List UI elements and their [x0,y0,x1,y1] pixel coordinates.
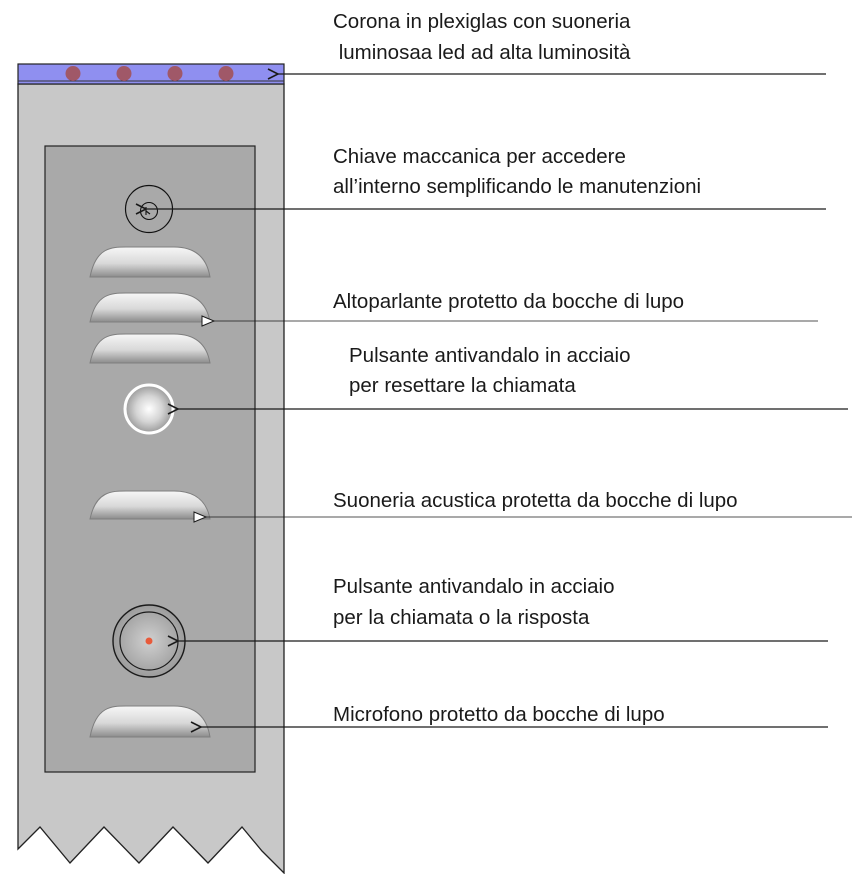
call-button [112,604,186,678]
label-corona-line-1: Corona in plexiglas con suoneria [333,10,631,33]
reset-button [123,383,175,435]
speaker-louvre [89,292,211,323]
label-pulsante-reset: Pulsante antivandalo in acciaio per rese… [349,344,636,397]
label-microfono-line-1: Microfono protetto da bocche di lupo [333,703,665,726]
speaker-louvre [89,333,211,364]
label-corona-line-2: luminosaa led ad alta luminosità [333,41,631,64]
label-suoneria-line-1: Suoneria acustica protetta da bocche di … [333,489,738,512]
label-pulsante-chiamata-line-1: Pulsante antivandalo in acciaio [333,575,615,598]
label-suoneria: Suoneria acustica protetta da bocche di … [333,489,738,512]
microphone-louvre [89,705,211,738]
ringer-louvre [89,490,211,520]
label-chiave: Chiave maccanica per accedere all’intern… [333,145,701,198]
front-panel [44,145,256,773]
label-pulsante-reset-line-1: Pulsante antivandalo in acciaio [349,344,631,367]
label-chiave-line-2: all’interno semplificando le manutenzion… [333,175,701,198]
label-pulsante-chiamata: Pulsante antivandalo in acciaio per la c… [333,575,620,629]
label-altoparlante-line-1: Altoparlante protetto da bocche di lupo [333,290,684,313]
label-altoparlante: Altoparlante protetto da bocche di lupo [333,290,684,313]
label-pulsante-reset-line-2: per resettare la chiamata [349,374,576,397]
label-microfono: Microfono protetto da bocche di lupo [333,703,665,726]
call-button-led [145,637,153,645]
speaker-louvre [89,246,211,278]
corona-led [167,66,183,81]
label-pulsante-chiamata-line-2: per la chiamata o la risposta [333,606,590,629]
label-chiave-line-1: Chiave maccanica per accedere [333,145,626,168]
corona-led [65,66,81,81]
corona-led [218,66,234,81]
label-corona: Corona in plexiglas con suoneria luminos… [333,10,636,64]
corona-led [116,66,132,81]
